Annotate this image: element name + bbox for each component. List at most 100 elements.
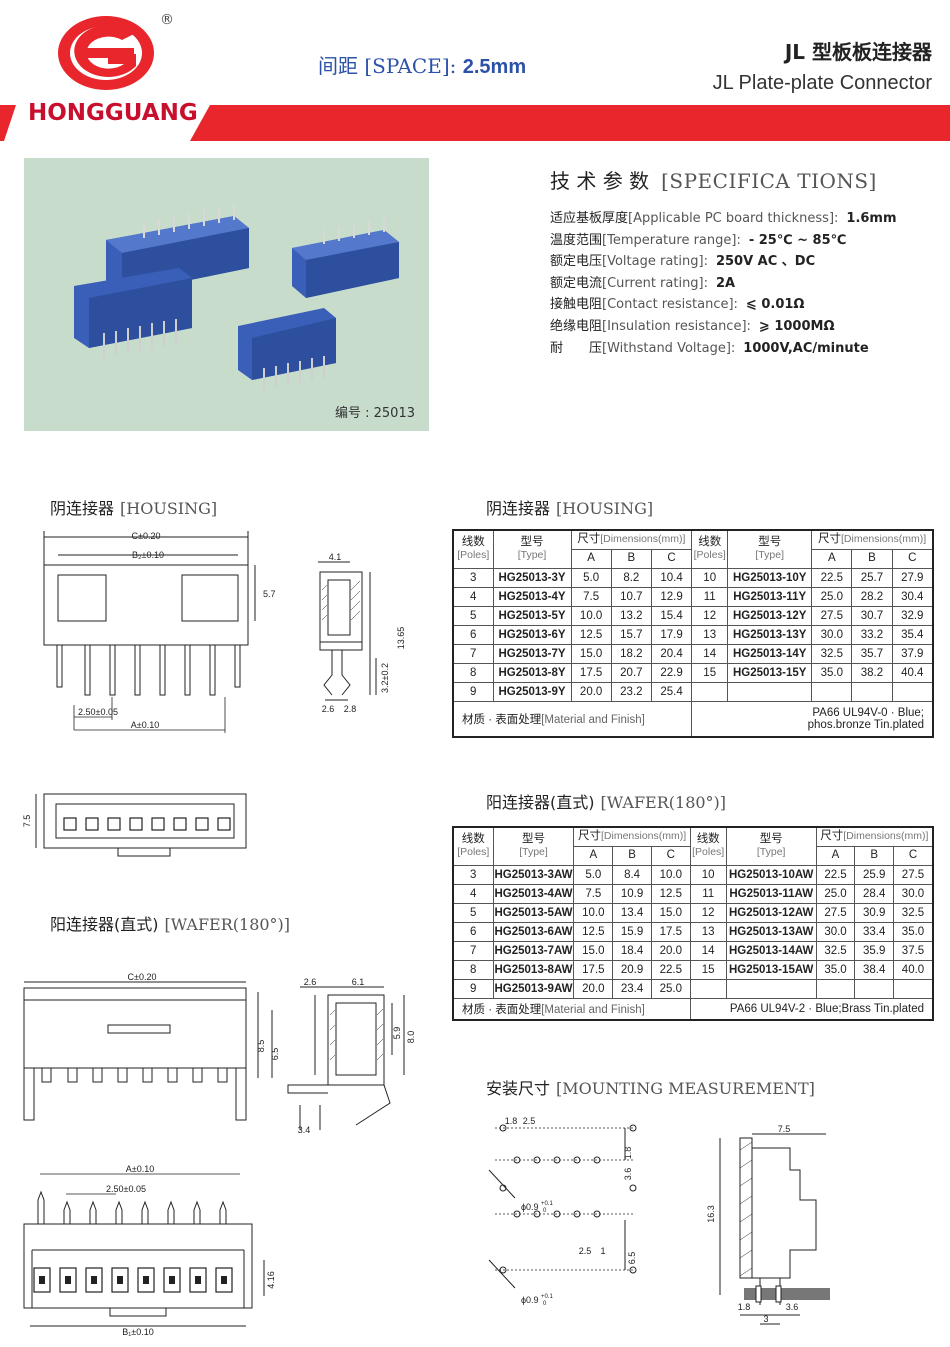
material-value: PA66 UL94V-0 · Blue;phos.bronze Tin.plat… [691,700,934,738]
dimension-cell: 25.9 [854,864,894,885]
dimension-cell: 28.4 [854,883,894,904]
header-a: A [573,845,614,866]
poles-cell: 7 [452,940,494,961]
spec-value: 2A [716,275,736,291]
poles-cell: 14 [689,940,727,961]
poles-cell: 9 [452,978,494,999]
spec-label-en: [Insulation resistance]: [602,318,751,334]
spec-label-cn: 额定电压 [550,254,603,270]
header-poles: 线数[Poles] [691,529,729,569]
spec-item: 接触电阻[Contact resistance]:⩽ 0.01Ω [550,294,897,316]
dimension-cell: 30.4 [891,586,934,607]
dim-h1-label: 5.9 [392,1027,402,1040]
spec-value: 1000V,AC/minute [743,340,869,356]
dim-pitch-label: 2.50±0.05 [106,1184,146,1194]
type-cell: HG25013-5Y [492,605,572,626]
type-cell: HG25013-13AW [725,921,817,942]
dim-v1-label: 1.8 [623,1147,633,1160]
dimension-cell: 23.4 [612,978,652,999]
type-cell: HG25013-13Y [727,624,813,645]
dimension-cell: 27.5 [811,605,853,626]
section-title-cn: 阳连接器(直式) [486,793,595,812]
wafer-bottom-drawing: A±0.10 2.50±0.05 4.16 B₁±0.10 [23,1164,276,1337]
hole1-label: ϕ0.9 [521,1202,539,1212]
section-title-mounting: 安装尺寸 [MOUNTING MEASUREMENT] [486,1075,815,1099]
poles-cell: 14 [691,643,729,664]
poles-cell: 12 [689,902,727,923]
poles-cell: 4 [452,883,494,904]
spec-label-en: [Voltage rating]: [602,254,708,270]
dimension-cell: 25.0 [811,586,853,607]
section-title-wafer-table: 阳连接器(直式) [WAFER(180°)] [486,789,726,813]
dimension-cell: 30.0 [815,921,856,942]
type-cell: HG25013-7AW [492,940,575,961]
dimension-cell [851,681,893,702]
section-title-en: [WAFER(180°)] [600,793,727,812]
product-photo: 编号 : 25013 [24,158,429,431]
dimension-cell: 27.9 [891,567,934,588]
dimension-cell: 35.7 [851,643,893,664]
section-title-cn: 阳连接器(直式) [50,915,159,934]
mounting-side-drawing: 7.5 16.3 1.8 3.6 3 [706,1124,830,1325]
spec-title-cn: 技 术 参 数 [550,169,650,193]
dimension-cell: 27.5 [815,902,856,923]
dimension-cell: 35.0 [811,662,853,683]
dim-d2-label: 2.8 [344,704,357,714]
dimension-cell: 30.0 [893,883,934,904]
section-title-en: [HOUSING] [556,499,654,518]
connector-photo-illustration [74,204,399,390]
section-title-cn: 安装尺寸 [486,1079,551,1098]
material-label: 材质 · 表面处理[Material and Finish] [452,700,693,738]
poles-cell: 8 [452,662,494,683]
type-cell: HG25013-10Y [727,567,813,588]
section-title-en: [MOUNTING MEASUREMENT] [556,1079,815,1098]
type-cell: HG25013-7Y [492,643,572,664]
dim-d2-label: 6.1 [352,977,365,987]
housing-front-drawing: C±0.20 B₂±0.10 5.7 2.50±0.05 A±0.10 [43,531,276,733]
dim-a-label: A±0.10 [131,720,159,730]
type-cell: HG25013-14AW [725,940,817,961]
dimension-cell: 40.0 [893,959,934,980]
dimension-cell: 27.5 [893,864,934,885]
dimension-cell: 20.9 [612,959,652,980]
product-title-en: JL Plate-plate Connector [712,72,932,94]
poles-cell: 11 [689,883,727,904]
dimension-cell: 33.2 [851,624,893,645]
type-cell: HG25013-11AW [725,883,817,904]
type-cell: HG25013-14Y [727,643,813,664]
dimension-cell: 20.0 [650,940,691,961]
dimension-cell: 17.5 [570,662,612,683]
dimension-cell: 20.0 [570,681,612,702]
dimension-cell: 35.4 [891,624,934,645]
dimension-cell: 12.5 [570,624,612,645]
type-cell: HG25013-9AW [492,978,575,999]
dimension-cell: 15.0 [650,902,691,923]
dimension-cell: 30.7 [851,605,893,626]
space-label-en: [SPACE]: [364,54,457,78]
section-title-en: [WAFER(180°)] [164,915,291,934]
dim-d1-label: 1.8 [505,1116,518,1126]
dimension-cell: 32.5 [893,902,934,923]
type-cell: HG25013-9Y [492,681,572,702]
type-cell: HG25013-8AW [492,959,575,980]
space-spec: 间距 [SPACE]: 2.5mm [318,50,526,79]
dimension-cell: 30.0 [811,624,853,645]
dim-width-label: 7.5 [778,1124,791,1134]
dimension-cell: 35.0 [815,959,856,980]
dim-h2-label: 6.5 [270,1048,280,1061]
dimension-cell: 15.0 [570,643,612,664]
dim-height-label: 13.65 [396,627,406,650]
dimension-cell [811,681,853,702]
dimension-cell: 23.2 [610,681,652,702]
dim-height-label: 7.5 [22,815,32,828]
dimension-cell: 15.9 [612,921,652,942]
product-title-cn: JL 型板板连接器 [784,40,932,64]
dimension-cell: 25.0 [815,883,856,904]
dim-height-label: 16.3 [706,1205,716,1223]
hole1-tolerance: +0.1 [541,1201,554,1207]
hole2-label: ϕ0.9 [521,1295,539,1305]
